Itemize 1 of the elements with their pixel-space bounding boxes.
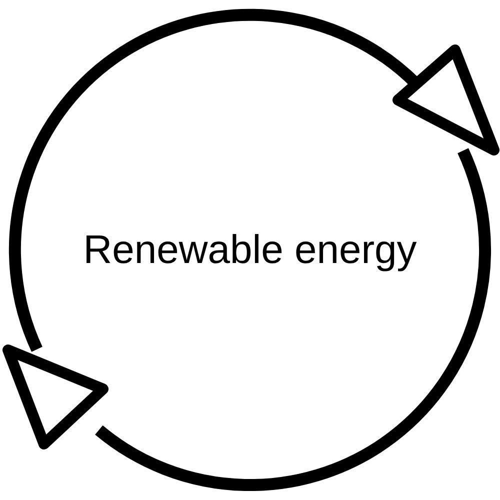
node-label: Renewable energy <box>83 227 417 274</box>
